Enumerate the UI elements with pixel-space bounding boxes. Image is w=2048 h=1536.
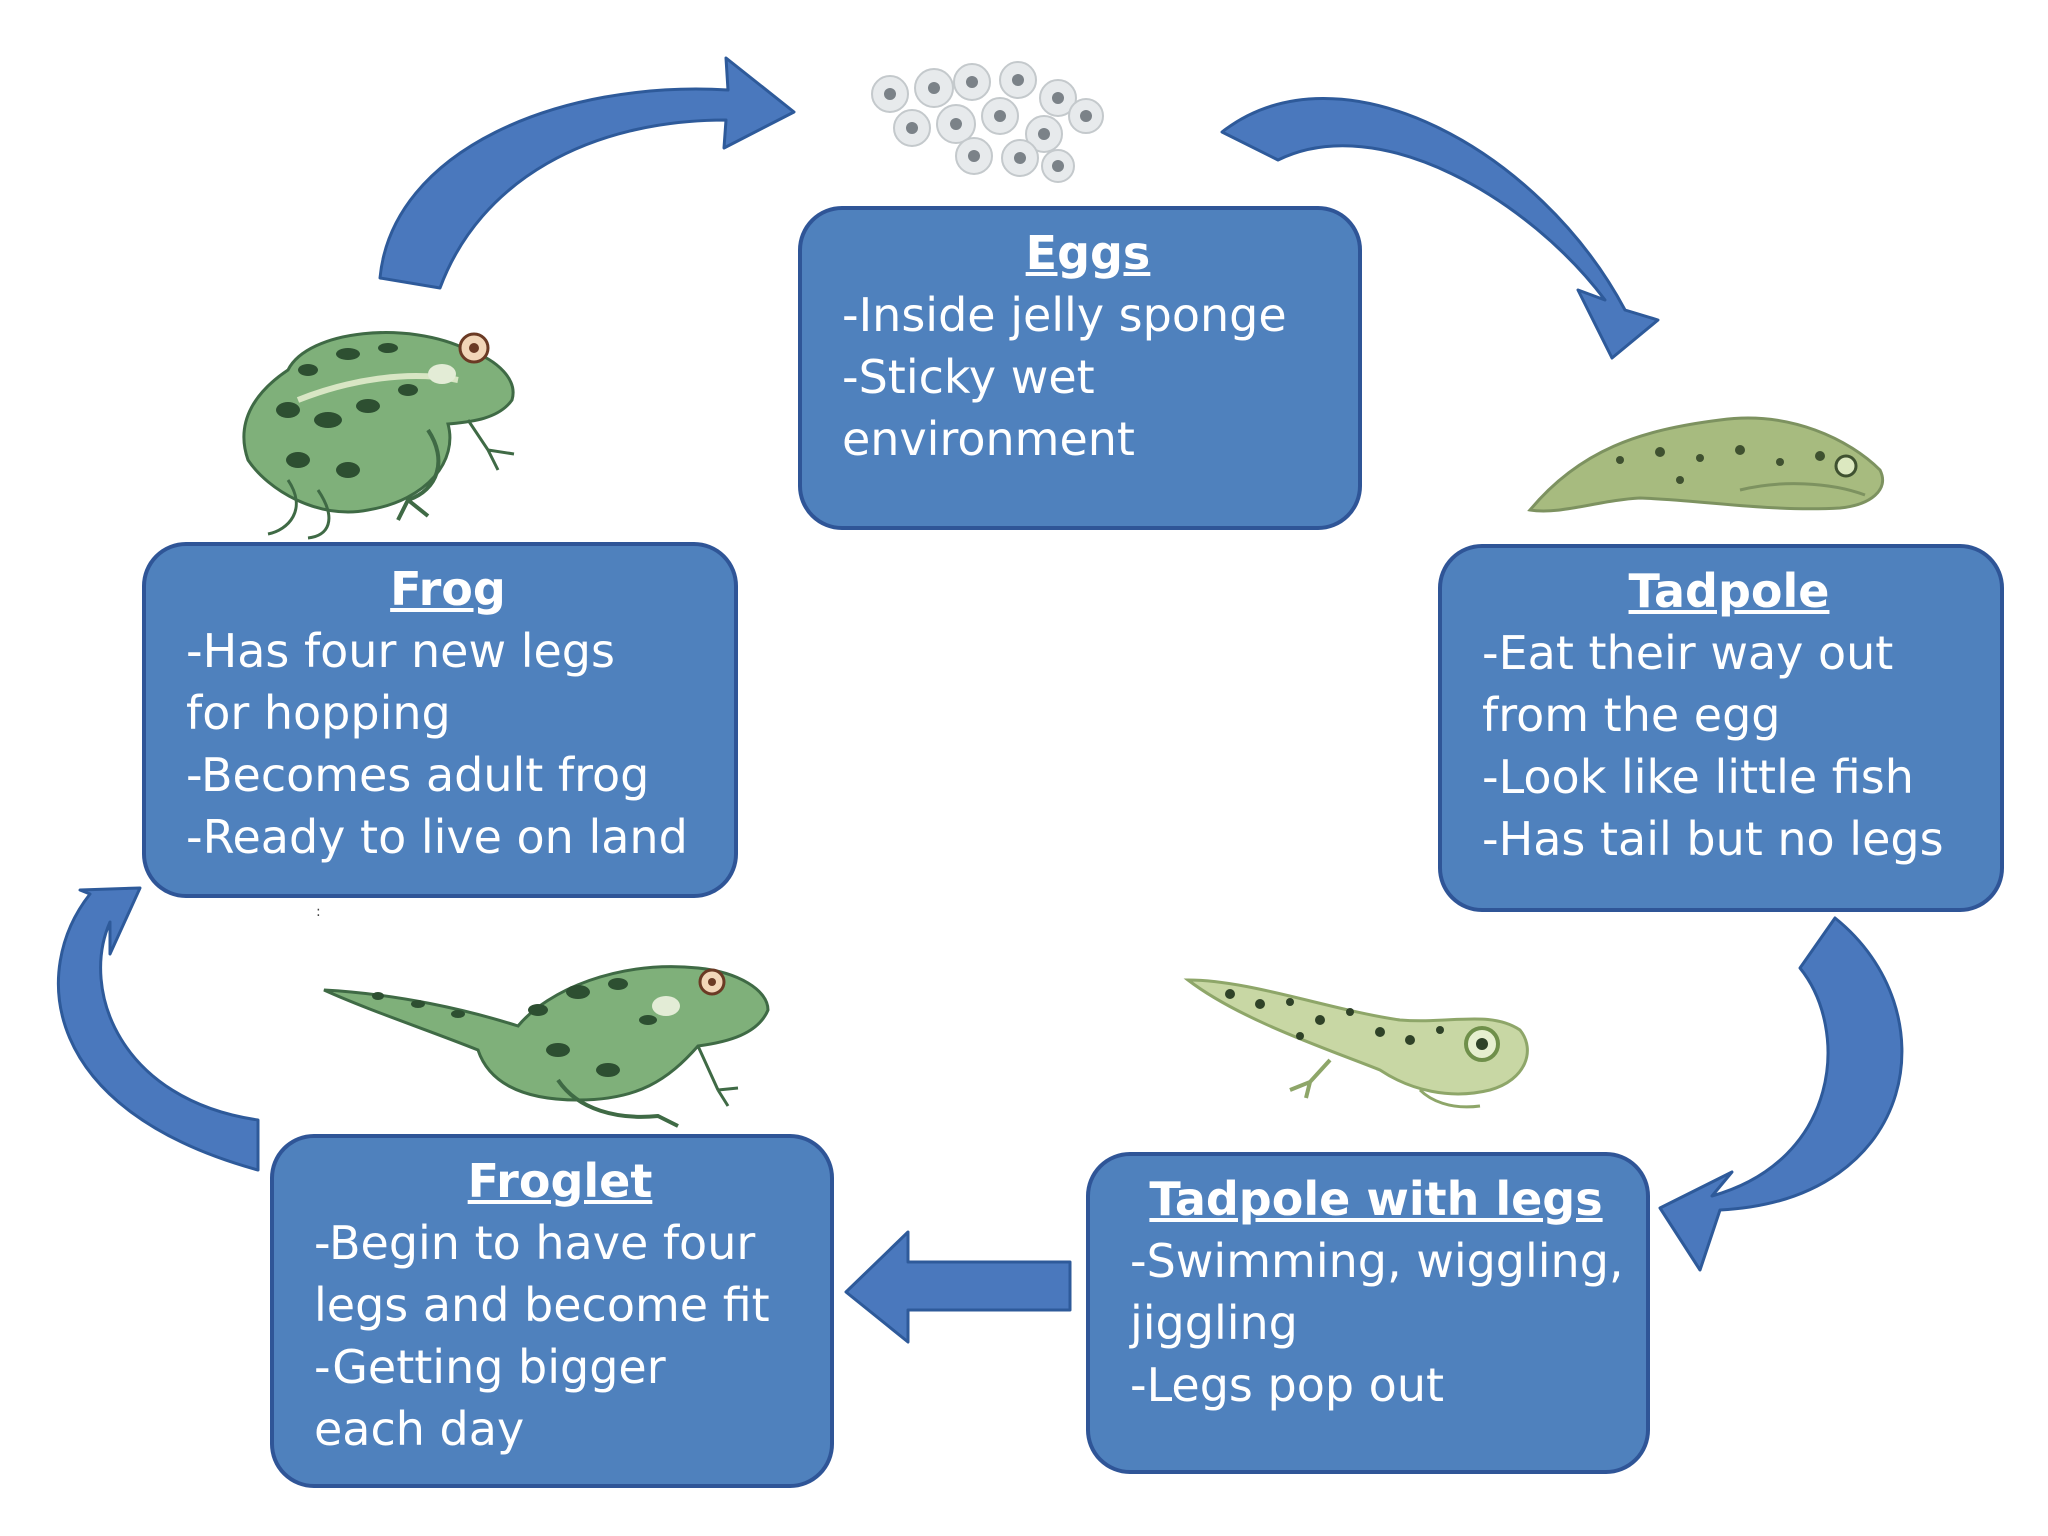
stage-title-eggs: Eggs [1025,226,1151,280]
stage-line: -Sticky wet [842,350,1095,404]
stage-box-eggs: Eggs -Inside jelly sponge -Sticky wet en… [798,206,1362,530]
stage-box-tadpole-with-legs: Tadpole with legs -Swimming, wiggling, j… [1086,1152,1650,1474]
stage-line: -Inside jelly sponge [842,288,1287,342]
stage-title-frog: Frog [390,562,506,616]
stage-title-froglet: Froglet [467,1154,653,1208]
stage-title-tadpole-with-legs: Tadpole with legs [1149,1172,1603,1226]
arrow-froglet-to-frog [56,886,260,1172]
stage-line: -Ready to live on land [186,810,688,864]
stage-box-froglet: Froglet -Begin to have four legs and bec… [270,1134,834,1488]
stage-line: -Look like little fish [1482,750,1914,804]
stage-line: -Legs pop out [1130,1358,1445,1412]
stage-line: environment [842,412,1135,466]
stage-line: jiggling [1130,1296,1298,1350]
arrow-tadpole-to-legs [1658,916,1904,1272]
stage-line: each day [314,1402,525,1456]
stage-line: -Getting bigger [314,1340,666,1394]
stage-line: -Has four new legs [186,624,615,678]
stray-mark: : [316,904,321,920]
stage-box-tadpole: Tadpole -Eat their way out from the egg … [1438,544,2004,912]
arrow-eggs-to-tadpole [1220,97,1660,360]
tadpole-with-legs-illustration [1183,978,1529,1109]
stage-line: from the egg [1482,688,1781,742]
tadpole-illustration [1527,416,1884,513]
arrow-frog-to-eggs [378,56,796,290]
frog-eggs-illustration [871,61,1104,183]
stage-line: for hopping [186,686,451,740]
stage-box-frog: Frog -Has four new legs for hopping -Bec… [142,542,738,898]
stage-line: legs and become fit [314,1278,770,1332]
egg-cluster [871,61,1104,183]
stage-line: -Eat their way out [1482,626,1894,680]
stage-title-tadpole: Tadpole [1628,564,1830,618]
froglet-illustration [323,965,770,1128]
adult-frog-illustration [242,331,515,540]
arrow-legs-to-froglet [844,1230,1072,1344]
stage-line: -Becomes adult frog [186,748,650,802]
stage-line: -Has tail but no legs [1482,812,1944,866]
stage-line: -Swimming, wiggling, [1130,1234,1624,1288]
stage-line: -Begin to have four [314,1216,756,1270]
